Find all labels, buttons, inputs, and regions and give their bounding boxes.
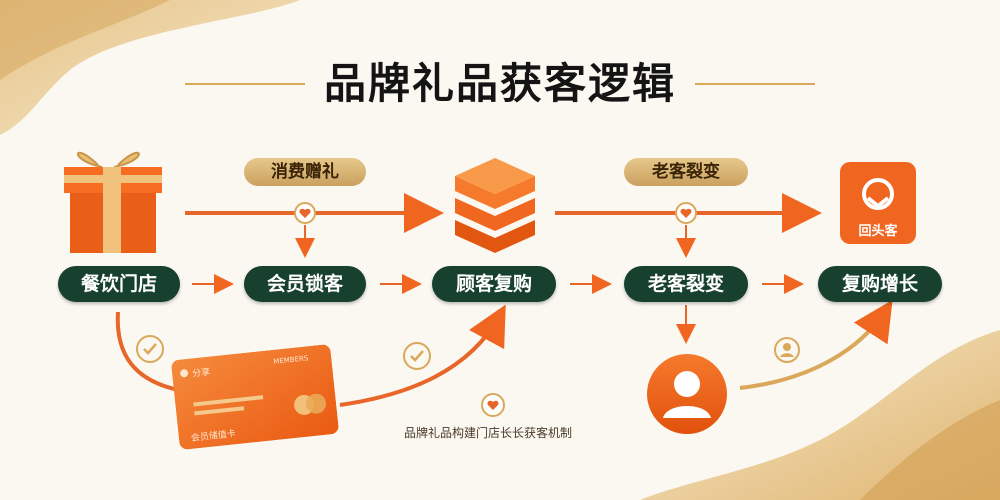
bottom-mechanism-note: 品牌礼品构建门店长长获客机制 [404,426,573,440]
tag-referral: 老客裂变 [624,158,748,186]
curve-person-to-growth [739,299,893,390]
title-divider-right [695,83,815,85]
heart-icon [675,202,697,224]
step-repurchase-growth: 复购增长 [818,266,942,302]
tag-consumption-gift: 消费赠礼 [244,158,366,186]
step-restaurant-store: 餐饮门店 [58,266,180,302]
curve-card-to-repurchase [339,304,506,407]
heart-icon [294,202,316,224]
returning-customer-box-icon [840,162,916,244]
step-referral: 老客裂变 [624,266,748,302]
check-icon [403,342,431,370]
step-repurchase: 顾客复购 [432,266,556,302]
user-icon [774,337,800,363]
returning-customer-label: 回头客 [858,224,898,239]
title-divider-left [185,83,305,85]
step-member-lock: 会员锁客 [244,266,366,302]
card-brand: 分享 [191,367,211,380]
customer-avatar-icon [647,354,727,434]
gift-box-icon [64,151,162,253]
stacked-layers-icon [455,158,535,253]
check-icon [136,335,164,363]
member-card: 分享 MEMBERS 会员储值卡 [171,344,340,450]
heart-icon [481,393,505,417]
page-title: 品牌礼品获客逻辑 [323,59,676,108]
